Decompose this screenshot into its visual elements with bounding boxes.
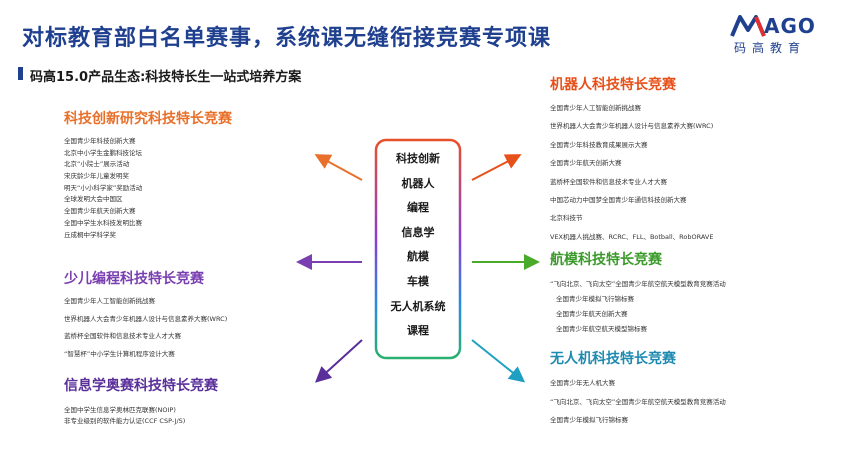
- center-item: 无人机系统: [390, 299, 446, 313]
- section-aeromodel: 航模科技特长竞赛 “飞向北京、飞向太空”全国青少年航空航天模型教育竞赛活动 全国…: [550, 249, 726, 341]
- section-title: 少儿编程科技特长竞赛: [64, 271, 204, 287]
- list-item: 中国芯动力中国梦全国青少年通信科技创新大赛: [550, 195, 687, 204]
- list-item: “飞向北京、飞向太空”全国青少年航空航天模型教育竞赛活动: [550, 280, 726, 288]
- list-item: 全国青少年航天创新大赛: [64, 207, 136, 216]
- page-subtitle: 码高15.0产品生态:科技特长生一站式培养方案: [30, 70, 302, 85]
- arrow-bottom-left: [315, 339, 363, 383]
- section-kids-coding: 少儿编程科技特长竞赛 全国青少年人工智能创新挑战赛 世界机器人大会青少年机器人设…: [64, 268, 227, 368]
- list-item: 全国青少年航天创新大赛: [556, 310, 628, 318]
- logo-brand-text: AGO: [764, 14, 816, 38]
- list-item: 全国青少年科技创新大赛: [64, 137, 136, 145]
- list-item: 全球发明大会中国区: [64, 195, 123, 204]
- list-item: 全国青少年模拟飞行锦标赛: [556, 295, 634, 303]
- section-informatics: 信息学奥赛科技特长竞赛 全国中学生信息学奥林匹克联赛(NOIP) 非专业级别的软…: [64, 375, 218, 429]
- center-item: 科技创新: [396, 152, 440, 165]
- list-item: 北京科技节: [550, 214, 583, 223]
- logo-sub-text: 码高教育: [734, 41, 807, 55]
- list-item: 全国青少年无人机大赛: [550, 379, 615, 387]
- list-item: 全国青少年人工智能创新挑战赛: [550, 104, 641, 112]
- arrow-bottom-right: [471, 339, 526, 383]
- list-item: 北京中小学生金鹏科技论坛: [64, 148, 142, 157]
- center-course-list: 科技创新 机器人 编程 信息学 航模 车模 无人机系统 课程: [377, 150, 459, 347]
- center-item: 机器人: [401, 176, 435, 190]
- list-item: VEX机器人挑战赛、RCRC、FLL、Botball、RobORAVE: [550, 232, 714, 241]
- section-drone: 无人机科技特长竞赛 全国青少年无人机大赛 “飞向北京、飞向太空”全国青少年航空航…: [550, 348, 726, 436]
- section-title: 信息学奥赛科技特长竞赛: [64, 378, 218, 394]
- list-item: 全国青少年模拟飞行锦标赛: [550, 416, 628, 424]
- list-item: 全国青少年航天创新大赛: [550, 159, 622, 168]
- page-title: 对标教育部白名单赛事，系统课无缝衔接竞赛专项课: [22, 26, 552, 51]
- section-title: 航模科技特长竞赛: [550, 252, 662, 268]
- arrow-top-right: [471, 154, 522, 181]
- list-item: “智慧杯”中小学生计算机程序设计大赛: [64, 349, 175, 358]
- list-item: 非专业级别的软件能力认证(CCF CSP-J/S): [64, 417, 186, 425]
- list-item: “飞向北京、飞向太空”全国青少年航空航天模型教育竞赛活动: [550, 397, 726, 406]
- list-item: 世界机器人大会青少年机器人设计与信息素养大赛(WRC): [550, 122, 714, 131]
- section-title: 机器人科技特长竞赛: [550, 77, 676, 93]
- section-title: 科技创新研究科技特长竞赛: [64, 111, 232, 127]
- center-item: 航模: [407, 250, 429, 264]
- list-item: 全国中学生信息学奥林匹克联赛(NOIP): [64, 406, 176, 414]
- list-item: 明天“小小科学家”奖励活动: [64, 183, 143, 192]
- section-tech-innovation: 科技创新研究科技特长竞赛 全国青少年科技创新大赛 北京中小学生金鹏科技论坛 北京…: [64, 108, 232, 243]
- logo-m-icon: [730, 15, 766, 37]
- list-item: 全国青少年航空航天模型锦标赛: [556, 325, 647, 333]
- list-item: 北京“小院士”展示活动: [64, 160, 130, 169]
- section-robotics: 机器人科技特长竞赛 全国青少年人工智能创新挑战赛 世界机器人大会青少年机器人设计…: [550, 74, 713, 252]
- list-item: 宋庆龄少年儿童发明奖: [64, 172, 129, 181]
- list-item: 丘成桐中学科学奖: [64, 230, 116, 239]
- center-item: 信息学: [401, 225, 435, 239]
- center-item: 编程: [407, 201, 429, 215]
- list-item: 蓝桥杯全国软件和信息技术专业人才大赛: [64, 332, 181, 340]
- list-item: 全国青少年科技教育成果展示大赛: [550, 140, 648, 149]
- list-item: 世界机器人大会青少年机器人设计与信息素养大赛(WRC): [64, 314, 228, 323]
- list-item: 蓝桥杯全国软件和信息技术专业人才大赛: [550, 177, 667, 186]
- subtitle-bar: [18, 67, 23, 80]
- center-item: 车模: [407, 274, 429, 288]
- center-item: 课程: [407, 324, 429, 338]
- arrow-top-left: [314, 154, 363, 181]
- section-title: 无人机科技特长竞赛: [550, 351, 676, 367]
- list-item: 全国中学生水科技发明比赛: [64, 218, 142, 227]
- list-item: 全国青少年人工智能创新挑战赛: [64, 297, 155, 305]
- center-box-frame: [374, 138, 462, 360]
- brand-logo: AGO 码高教育: [728, 14, 838, 55]
